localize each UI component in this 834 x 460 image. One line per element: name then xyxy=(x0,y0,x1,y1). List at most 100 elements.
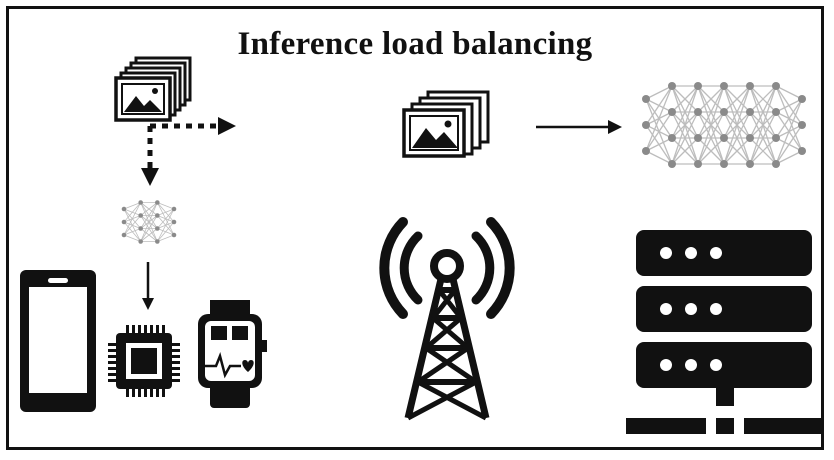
chip-pin xyxy=(144,389,147,397)
network-edge xyxy=(140,202,158,216)
network-edge xyxy=(140,202,158,229)
network-edge xyxy=(157,221,175,242)
network-edge xyxy=(157,202,175,210)
network-node xyxy=(138,226,143,231)
chip-pin xyxy=(156,325,159,333)
neural-network-icon xyxy=(642,82,806,168)
network-edge xyxy=(723,137,751,165)
network-edge xyxy=(645,150,673,165)
network-edge xyxy=(697,111,725,165)
network-edge xyxy=(671,111,699,165)
image-stack-icon xyxy=(114,56,192,122)
chip-pin xyxy=(108,367,116,370)
network-node xyxy=(642,121,650,129)
network-node xyxy=(668,108,676,116)
chip-pin xyxy=(150,325,153,333)
network-node xyxy=(121,232,127,238)
network-node xyxy=(155,213,160,218)
network-edge xyxy=(156,208,175,242)
dotted-arrow-down xyxy=(141,126,159,186)
network-edge xyxy=(645,137,673,152)
network-edge xyxy=(645,85,673,126)
network-edge xyxy=(723,85,751,165)
network-edge xyxy=(749,85,777,113)
chip-pin xyxy=(138,325,141,333)
network-node xyxy=(772,134,780,142)
network-edge xyxy=(775,98,803,113)
chip-pin xyxy=(162,325,165,333)
network-edge xyxy=(157,234,175,242)
network-node xyxy=(171,219,177,225)
network-edge xyxy=(723,85,751,113)
network-node xyxy=(798,121,806,129)
network-edge xyxy=(697,85,725,139)
network-node xyxy=(798,95,806,103)
chip-pin xyxy=(156,389,159,397)
network-edge xyxy=(671,85,699,139)
network-node xyxy=(121,219,127,225)
network-node xyxy=(668,82,676,90)
neural-network-icon xyxy=(121,200,177,244)
network-node xyxy=(694,82,702,90)
network-node xyxy=(746,160,754,168)
dotted-arrow-right xyxy=(150,117,236,135)
network-node xyxy=(138,213,143,218)
network-node xyxy=(746,82,754,90)
diagram-title: Inference load balancing xyxy=(237,26,593,62)
network-node xyxy=(694,134,702,142)
chip-pin xyxy=(162,389,165,397)
chip-pin xyxy=(172,367,180,370)
network-node xyxy=(720,134,728,142)
network-edge xyxy=(123,234,141,242)
chip-pin xyxy=(108,361,116,364)
network-edge xyxy=(645,85,673,152)
cell-tower-icon xyxy=(379,217,515,421)
chip-pin xyxy=(172,379,180,382)
network-edge xyxy=(671,85,699,113)
chip-pin xyxy=(172,355,180,358)
network-node xyxy=(668,134,676,142)
chip-pin xyxy=(108,373,116,376)
network-node xyxy=(720,108,728,116)
network-edge xyxy=(775,98,803,165)
network-edge xyxy=(723,85,751,139)
network-node xyxy=(642,95,650,103)
network-node xyxy=(138,200,143,205)
network-node xyxy=(171,232,177,238)
network-node xyxy=(642,147,650,155)
network-edge xyxy=(775,85,803,100)
network-node xyxy=(720,160,728,168)
chip-pin xyxy=(108,343,116,346)
network-edge xyxy=(123,202,141,223)
network-node xyxy=(171,206,177,212)
network-edge xyxy=(645,111,673,152)
network-edge xyxy=(123,228,141,236)
network-edge xyxy=(749,85,777,165)
network-node xyxy=(155,200,160,205)
network-node xyxy=(772,108,780,116)
chip-pin xyxy=(172,373,180,376)
server-rack-icon xyxy=(626,230,824,434)
chip-pin xyxy=(150,389,153,397)
smartphone-icon xyxy=(20,270,96,412)
chip-pin xyxy=(172,349,180,352)
network-edge xyxy=(749,111,777,165)
chip-pin xyxy=(138,389,141,397)
network-edge xyxy=(123,202,142,236)
network-edge xyxy=(140,228,158,242)
network-edge xyxy=(749,85,777,139)
image-stack-icon xyxy=(402,90,490,158)
chip-pin xyxy=(108,349,116,352)
network-node xyxy=(694,108,702,116)
chip-pin xyxy=(172,343,180,346)
chip-pin xyxy=(126,389,129,397)
network-node xyxy=(746,134,754,142)
network-node xyxy=(798,147,806,155)
network-edge xyxy=(671,85,699,165)
smartwatch-icon xyxy=(198,300,267,408)
network-node xyxy=(694,160,702,168)
network-node xyxy=(772,160,780,168)
network-edge xyxy=(671,137,699,165)
network-node xyxy=(155,239,160,244)
